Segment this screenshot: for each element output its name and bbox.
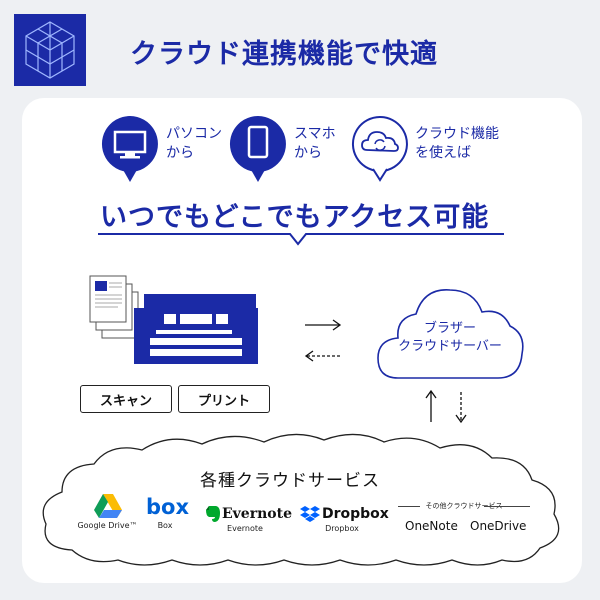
google-drive-name: Google Drive™ [77, 521, 138, 530]
scan-button[interactable]: スキャン [80, 385, 172, 413]
box-logo: box [146, 495, 190, 519]
onenote-label: OneNote [405, 519, 458, 533]
google-drive-icon [94, 494, 122, 518]
brother-cloud-shape [377, 289, 524, 379]
computer-icon [101, 116, 158, 182]
evernote-logo: Evernote [222, 506, 292, 522]
cube-logo-icon [14, 14, 86, 86]
other-divider-right [484, 506, 530, 507]
feature-cloud-label: クラウド機能を使えば [415, 126, 499, 161]
headline-underline [98, 233, 504, 246]
page-title: クラウド連携機能で快適 [130, 39, 438, 70]
download-arrow-icon [304, 350, 341, 362]
feature-phone-label: スマホから [294, 126, 336, 161]
upload-arrow-icon [305, 319, 342, 331]
sync-arrows-icon [425, 389, 467, 424]
dropbox-icon [300, 506, 320, 522]
box-name: Box [157, 521, 173, 530]
dropbox-logo: Dropbox [322, 506, 389, 522]
evernote-name: Evernote [227, 524, 263, 533]
printer-icon [89, 275, 258, 364]
cloud-sync-icon [351, 116, 408, 182]
print-button[interactable]: プリント [178, 385, 270, 413]
smartphone-icon [229, 116, 286, 182]
services-title: 各種クラウドサービス [200, 471, 380, 491]
feature-pc-label: パソコンから [166, 126, 222, 161]
evernote-icon [206, 506, 220, 522]
dropbox-name: Dropbox [325, 524, 359, 533]
cloud-label: ブラザークラウドサーバー [398, 321, 502, 354]
other-services-label: その他クラウドサービス [420, 501, 508, 511]
onedrive-label: OneDrive [470, 519, 527, 533]
services-cloud-shape [42, 433, 560, 566]
headline: いつでもどこでもアクセス可能 [100, 202, 490, 233]
